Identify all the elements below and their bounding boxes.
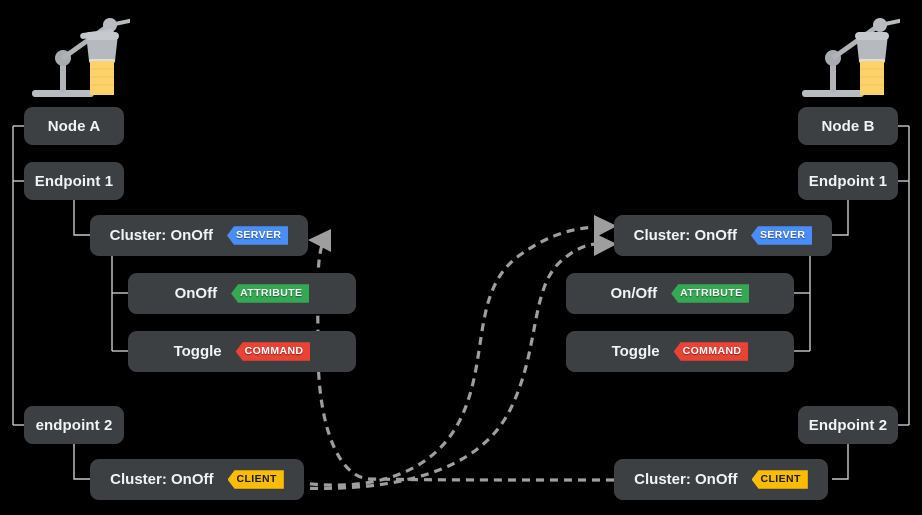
right-endpoint-1-label: Endpoint 1 [808,172,888,190]
right-client-cluster-label: Cluster: OnOff [634,471,738,488]
server-badge-left: SERVER [226,226,289,245]
node-b-label: Node B [821,117,875,135]
attribute-badge-right: ATTRIBUTE [671,284,750,303]
client-badge-right: CLIENT [751,470,808,489]
left-server-cluster-box[interactable]: Cluster: OnOff SERVER [90,215,308,256]
left-client-cluster-label: Cluster: OnOff [110,471,214,488]
right-endpoint-2-box[interactable]: Endpoint 2 [798,406,898,444]
left-client-cluster-box[interactable]: Cluster: OnOff CLIENT [90,459,304,500]
right-server-cluster-box[interactable]: Cluster: OnOff SERVER [614,215,832,256]
node-a-box[interactable]: Node A [24,107,124,145]
left-attribute-box[interactable]: OnOff ATTRIBUTE [128,273,356,314]
client-badge-left: CLIENT [227,470,284,489]
node-a-label: Node A [47,117,101,135]
right-client-cluster-box[interactable]: Cluster: OnOff CLIENT [614,459,828,500]
right-endpoint-1-box[interactable]: Endpoint 1 [798,162,898,200]
desk-lamp-icon-right [802,18,900,97]
right-attribute-box[interactable]: On/Off ATTRIBUTE [566,273,794,314]
desk-lamp-icon-left [32,18,130,97]
left-command-box[interactable]: Toggle COMMAND [128,331,356,372]
command-badge-left: COMMAND [235,342,311,361]
right-command-label: Toggle [611,343,660,360]
left-endpoint-1-box[interactable]: Endpoint 1 [24,162,124,200]
right-server-cluster-label: Cluster: OnOff [633,227,737,244]
right-attribute-label: On/Off [610,285,658,302]
right-command-box[interactable]: Toggle COMMAND [566,331,794,372]
left-endpoint-2-box[interactable]: endpoint 2 [24,406,124,444]
right-endpoint-2-label: Endpoint 2 [808,416,888,434]
attribute-badge-left: ATTRIBUTE [231,284,310,303]
node-b-box[interactable]: Node B [798,107,898,145]
command-badge-right: COMMAND [673,342,749,361]
left-attribute-label: OnOff [174,285,218,302]
left-endpoint-2-label: endpoint 2 [35,416,113,434]
left-endpoint-1-label: Endpoint 1 [34,172,114,190]
arrow-head-left [308,229,331,252]
left-command-label: Toggle [173,343,222,360]
left-server-cluster-label: Cluster: OnOff [109,227,213,244]
server-badge-right: SERVER [750,226,813,245]
